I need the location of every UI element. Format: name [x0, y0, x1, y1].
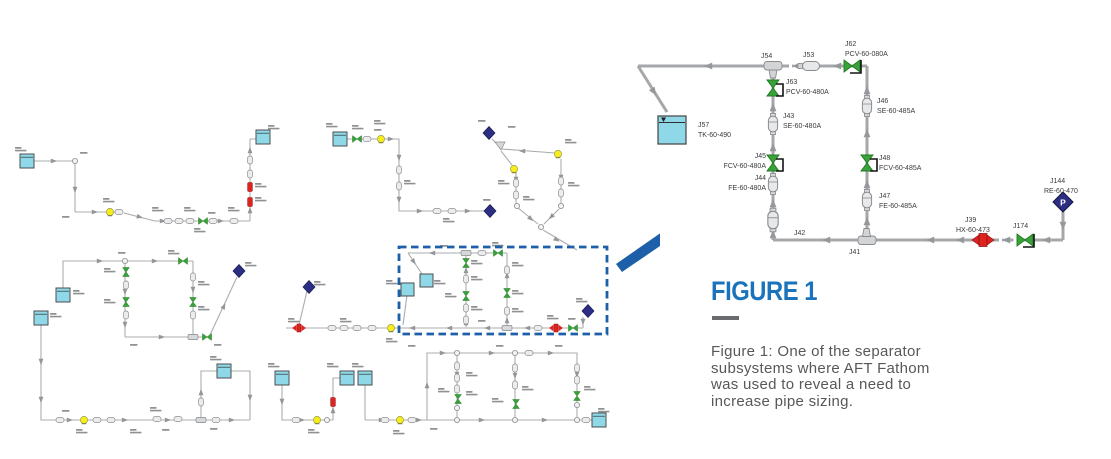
node-labels: J57 TK-60-490 J54 J53 J62 PCV-60-080A J6… [698, 41, 1078, 256]
overview-network-a [15, 125, 280, 233]
tank-symbol-j57[interactable] [657, 115, 687, 145]
fitting-symbol-j53[interactable] [797, 61, 820, 71]
overview-network-d [55, 250, 257, 346]
figure-caption-block: FIGURE 1 Figure 1: One of the separator … [711, 277, 1011, 410]
label-j54: J54 [761, 53, 772, 60]
label-j42: J42 [794, 230, 805, 237]
valve-symbol-j62[interactable] [843, 59, 862, 74]
label-j46-id: J46 [877, 98, 888, 105]
element-symbol-j47[interactable] [861, 189, 873, 211]
valve-symbol-j48[interactable] [860, 154, 878, 172]
reducer-symbol [767, 207, 779, 233]
relief-marker-letter: P [1060, 198, 1066, 208]
figure-heading: FIGURE 1 [711, 276, 818, 306]
selection-box[interactable] [397, 245, 609, 336]
overview-network-e [33, 310, 253, 434]
pipe-runs [636, 64, 1065, 242]
label-j39-id: J39 [965, 217, 976, 224]
tee-symbol-j41[interactable] [857, 228, 877, 245]
tee-symbol-j54[interactable] [763, 61, 783, 79]
label-j62-id: J62 [845, 41, 856, 48]
label-j43-id: J43 [783, 113, 794, 120]
label-j46-tag: SE-60-485A [877, 108, 915, 115]
subsystem-detail-diagram: P J57 TK-60-490 J54 J53 J62 PCV-60-080A … [636, 41, 1078, 256]
overview-network-c [478, 120, 580, 251]
sensor-symbol-j43[interactable] [767, 113, 779, 135]
label-j47-id: J47 [879, 193, 890, 200]
label-j144-tag: RE-60-470 [1044, 188, 1078, 195]
label-j45-tag: FCV-60-480A [724, 163, 767, 170]
label-j47-tag: FE-60-485A [879, 203, 917, 210]
overview-network-b [326, 120, 497, 223]
element-symbol-j44[interactable] [767, 173, 779, 195]
relief-marker-symbol-j144[interactable]: P [1052, 191, 1074, 213]
label-j43-tag: SE-60-480A [783, 123, 821, 130]
label-j39-tag: HX-60-473 [956, 227, 990, 234]
heading-rule [712, 316, 739, 321]
overview-network-highlighted [286, 242, 595, 343]
heat-exchanger-symbol-j39[interactable] [971, 233, 995, 247]
label-j63-id: J63 [786, 79, 797, 86]
valve-symbol-j63[interactable] [766, 79, 784, 97]
flow-arrows [648, 62, 1067, 244]
overview-network-f [268, 345, 610, 435]
plant-overview-diagram [15, 120, 660, 435]
label-j48-id: J48 [879, 155, 890, 162]
label-j174: J174 [1013, 223, 1028, 230]
label-j48-tag: FCV-60-485A [879, 165, 922, 172]
valve-symbol-j174[interactable] [1016, 233, 1035, 248]
figure-caption: Figure 1: One of the separator subsystem… [711, 343, 930, 410]
label-j44-id: J44 [755, 175, 766, 182]
label-j53: J53 [803, 52, 814, 59]
label-j57-tag: TK-60-490 [698, 132, 731, 139]
label-j44-tag: FE-60-480A [728, 185, 766, 192]
label-j144-id: J144 [1050, 178, 1065, 185]
label-j57-id: J57 [698, 122, 709, 129]
sensor-symbol-j46[interactable] [861, 95, 873, 117]
label-j62-tag: PCV-60-080A [845, 51, 888, 58]
label-j45-id: J45 [755, 153, 766, 160]
zoom-callout-arrow [616, 233, 660, 272]
label-j41: J41 [849, 249, 860, 256]
valve-symbol-j45[interactable] [766, 154, 784, 172]
label-j63-tag: PCV-60-480A [786, 89, 829, 96]
